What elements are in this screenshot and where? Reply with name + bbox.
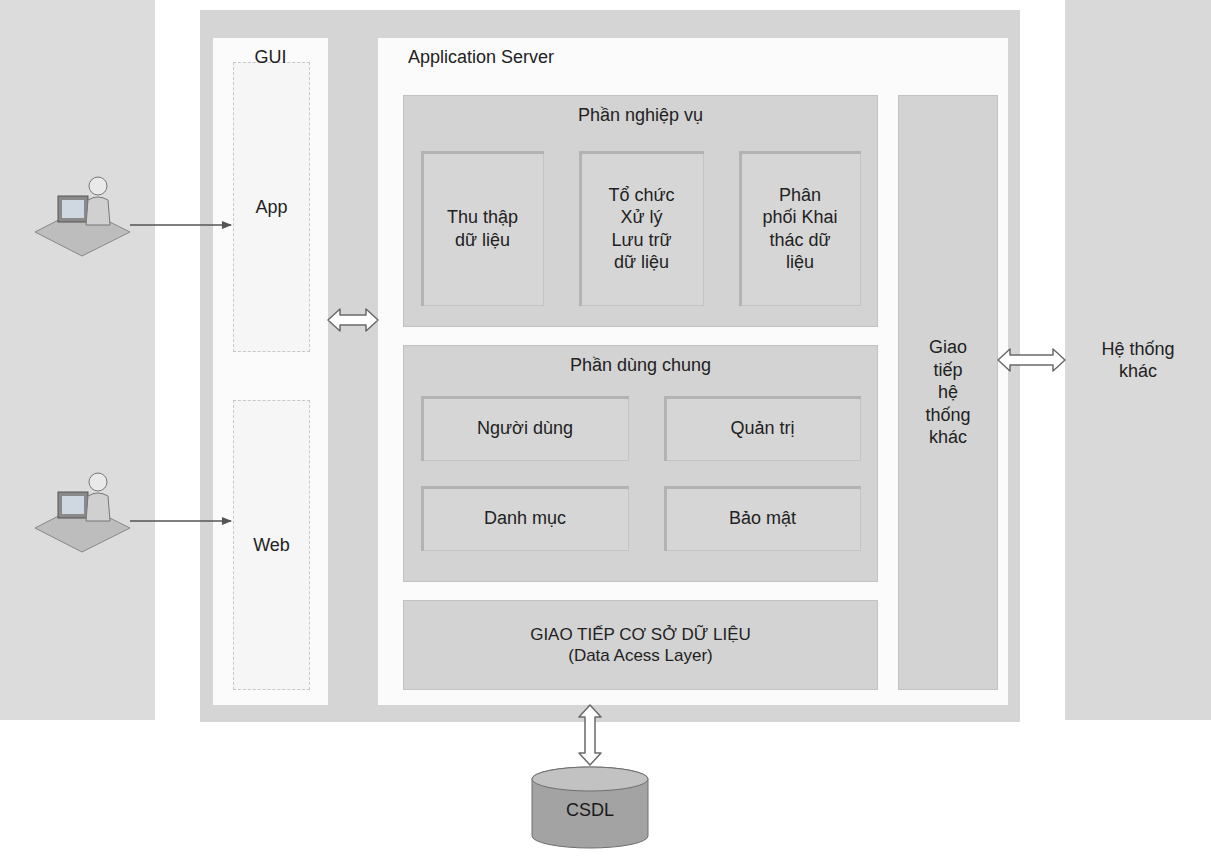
- module-box: Người dùng: [421, 396, 629, 461]
- process-box: Tổ chức Xử lý Lưu trữ dữ liệu: [579, 151, 704, 306]
- access-arrow: [130, 520, 231, 522]
- node-label: App: [255, 196, 287, 219]
- monitor: [58, 492, 88, 518]
- node-label: Web: [253, 534, 290, 557]
- server-panel: Application ServerPhần nghiệp vụ Thu thập…: [378, 38, 1008, 705]
- node-label: Danh mục: [484, 507, 566, 530]
- group-box: Phần nghiệp vụ Thu thập dữ liệu Tổ chức Xử…: [403, 95, 878, 327]
- module-box: Bảo mật: [664, 486, 861, 551]
- node-label: CSDL: [566, 799, 614, 822]
- layer-box: GIAO TIẾP CƠ SỞ DỮ LIỆU(Data Acess Layer…: [403, 600, 878, 690]
- user-icon: [35, 177, 231, 256]
- body: [86, 197, 110, 225]
- node-label: Bảo mật: [729, 507, 796, 530]
- node-label: Application Server: [408, 46, 554, 69]
- desk: [35, 504, 130, 552]
- database: CSDL: [530, 765, 650, 850]
- double-arrow: [579, 705, 601, 765]
- left-panel: [0, 0, 155, 720]
- interface-box: Giao tiếp hệ thống khác: [898, 95, 998, 690]
- node-sublabel: (Data Acess Layer): [568, 645, 713, 666]
- node-label: Phân phối Khai thác dữ liệu: [760, 184, 840, 274]
- node-label: Hệ thống khác: [1088, 338, 1188, 383]
- process-box: Phân phối Khai thác dữ liệu: [739, 151, 861, 306]
- node-label: Phần nghiệp vụ: [578, 104, 703, 127]
- double-arrow: [328, 309, 378, 331]
- node-label: Thu thập dữ liệu: [438, 206, 528, 251]
- head: [89, 177, 107, 195]
- screen: [62, 200, 84, 218]
- process-box: Thu thập dữ liệu: [421, 151, 544, 306]
- module-box: Danh mục: [421, 486, 629, 551]
- screen: [62, 496, 84, 514]
- node-label: Tổ chức Xử lý Lưu trữ dữ liệu: [606, 184, 678, 274]
- monitor: [58, 196, 88, 222]
- group-box: Phần dùng chungNgười dùng Quản trịDanh mụ…: [403, 345, 878, 582]
- module-box: Quản trị: [664, 396, 861, 461]
- cylinder-body: [532, 767, 648, 848]
- node-label: GIAO TIẾP CƠ SỞ DỮ LIỆU: [530, 624, 751, 645]
- node-label: Phần dùng chung: [570, 354, 711, 377]
- client-box: Web: [233, 400, 310, 690]
- gui-panel: GUI AppWeb: [213, 38, 328, 705]
- client-box: App: [233, 62, 310, 352]
- body: [86, 493, 110, 521]
- head: [89, 473, 107, 491]
- double-arrow: [998, 349, 1065, 371]
- cylinder-top: [532, 767, 648, 791]
- node-label: Giao tiếp hệ thống khác: [923, 336, 973, 449]
- node-label: Quản trị: [730, 417, 794, 440]
- node-label: GUI: [254, 46, 286, 69]
- access-arrow: [130, 224, 231, 226]
- node-label: Người dùng: [477, 417, 573, 440]
- user-icon: [35, 473, 231, 552]
- external-system: Hệ thống khác: [1065, 0, 1211, 720]
- desk: [35, 208, 130, 256]
